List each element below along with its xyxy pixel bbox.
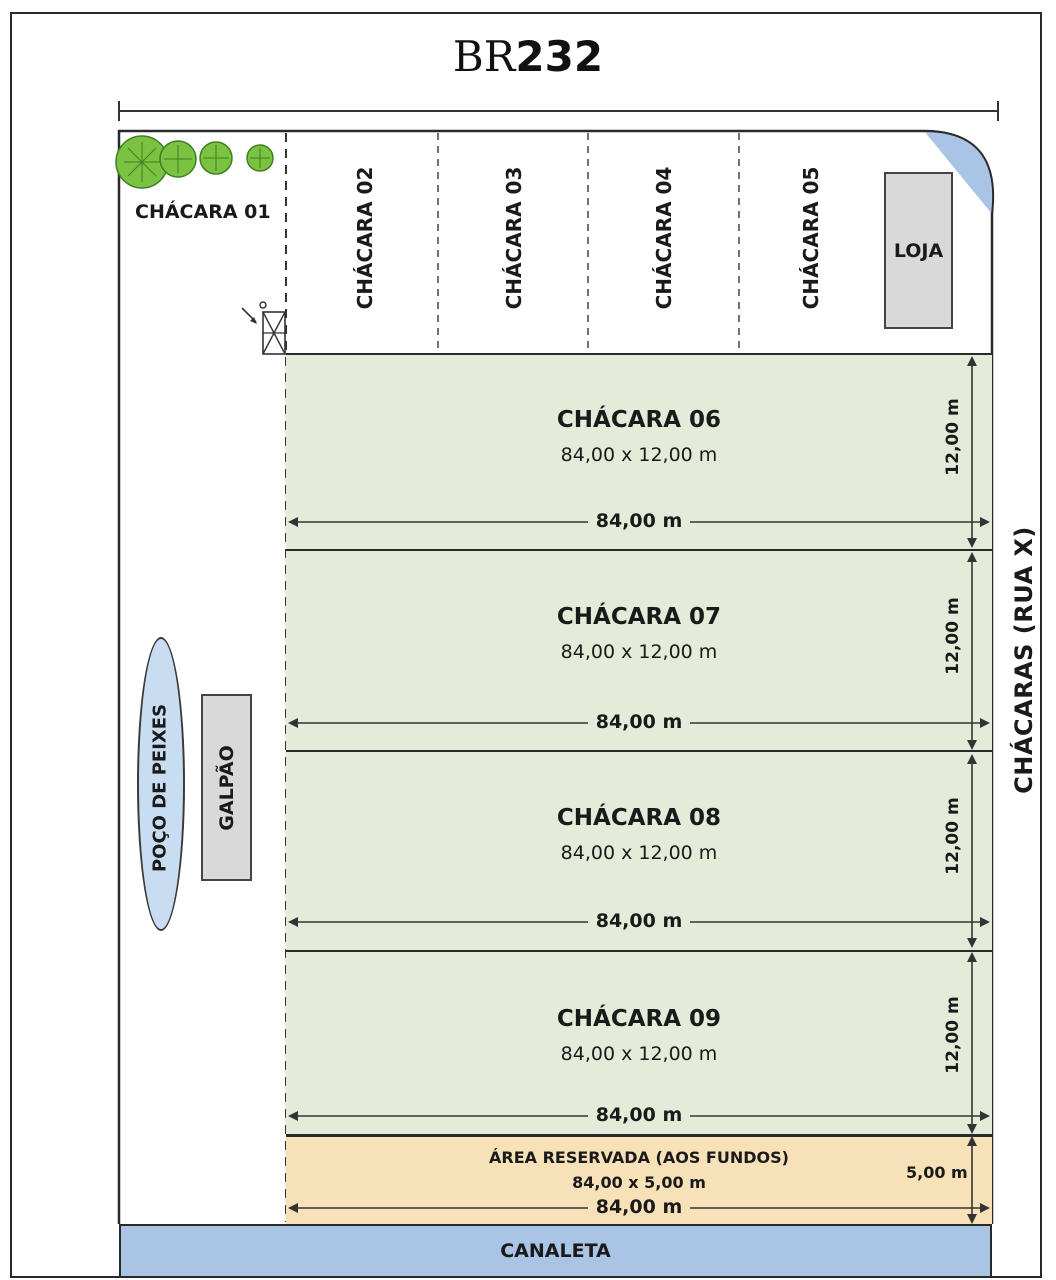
lot-label-05: CHÁCARA 05: [799, 166, 823, 310]
depth-label: 5,00 m: [906, 1163, 968, 1182]
galpao-building: [201, 694, 252, 881]
lot-size: 84,00 x 12,00 m: [560, 641, 718, 663]
depth-label: 12,00 m: [943, 398, 963, 476]
width-label: 84,00 m: [587, 1196, 691, 1218]
depth-label: 12,00 m: [943, 996, 963, 1074]
lot-label-04: CHÁCARA 04: [652, 166, 676, 310]
lot-size: 84,00 x 12,00 m: [560, 444, 718, 466]
lot-size: 84,00 x 12,00 m: [560, 1043, 718, 1065]
pond-label: POÇO DE PEIXES: [149, 703, 171, 873]
depth-label: 12,00 m: [943, 597, 963, 675]
reserved-size: 84,00 x 5,00 m: [572, 1173, 706, 1192]
lot-07: CHÁCARA 07 84,00 x 12,00 m 84,00 m: [286, 551, 992, 752]
street-label: CHÁCARAS (RUA X): [1010, 526, 1038, 794]
width-label: 84,00 m: [587, 711, 691, 733]
lot-title: CHÁCARA 08: [556, 805, 722, 831]
lot-08: CHÁCARA 08 84,00 x 12,00 m 84,00 m: [286, 752, 992, 952]
trees-icon: [115, 135, 274, 189]
width-label: 84,00 m: [587, 910, 691, 932]
loja-building: LOJA: [884, 172, 953, 329]
lot-title: CHÁCARA 07: [556, 604, 722, 630]
reserved-top-edge: [286, 1135, 992, 1137]
reserved-title: ÁREA RESERVADA (AOS FUNDOS): [489, 1148, 789, 1167]
fish-pond: [137, 637, 185, 931]
canaleta: CANALETA: [119, 1224, 992, 1276]
lot-label-03: CHÁCARA 03: [502, 166, 526, 310]
corner-curve: [923, 130, 995, 215]
loja-label: LOJA: [893, 239, 944, 262]
lot-size: 84,00 x 12,00 m: [560, 842, 718, 864]
lot-label-01: CHÁCARA 01: [135, 201, 271, 223]
lot-09: CHÁCARA 09 84,00 x 12,00 m 84,00 m: [286, 952, 992, 1136]
canaleta-label: CANALETA: [500, 1240, 611, 1262]
width-label: 84,00 m: [587, 1104, 691, 1126]
lot-top-edge: [286, 353, 992, 355]
depth-label: 12,00 m: [943, 797, 963, 875]
reserved-area: ÁREA RESERVADA (AOS FUNDOS) 84,00 x 5,00…: [286, 1136, 992, 1224]
road-title: BR232: [452, 32, 604, 81]
depth-dimensions: [967, 356, 977, 1224]
lot-title: CHÁCARA 09: [556, 1006, 722, 1032]
plan-frame: [10, 12, 1042, 1278]
width-label: 84,00 m: [587, 510, 691, 532]
galpao-label: GALPÃO: [216, 745, 238, 831]
lot-label-02: CHÁCARA 02: [353, 166, 377, 310]
lot-title: CHÁCARA 06: [556, 407, 722, 433]
lot-06: CHÁCARA 06 84,00 x 12,00 m 84,00 m: [286, 355, 992, 551]
